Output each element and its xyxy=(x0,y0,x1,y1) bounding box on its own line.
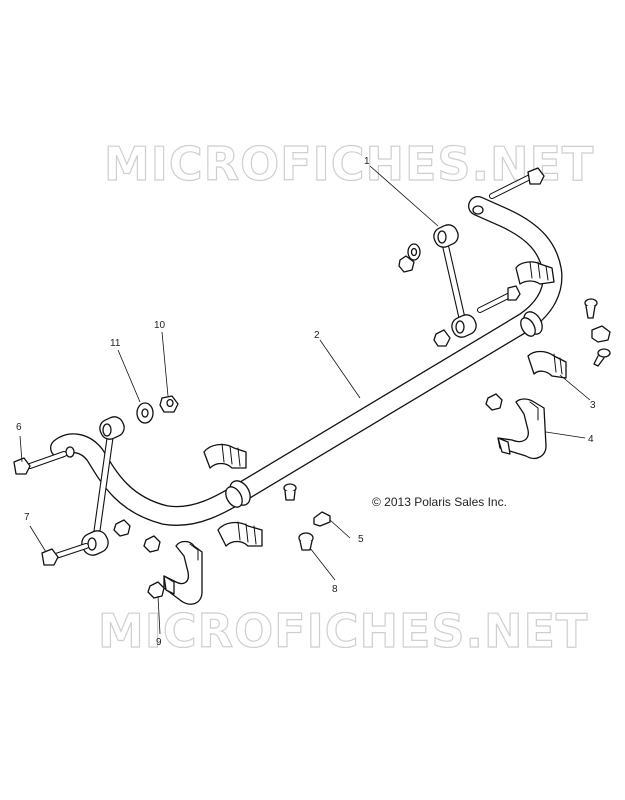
link-rod-right xyxy=(433,224,477,338)
bolt-mid-right xyxy=(477,285,521,313)
nut-left-lower xyxy=(113,519,131,537)
copyright-text: © 2013 Polaris Sales Inc. xyxy=(372,495,507,509)
callout-5: 5 xyxy=(358,534,364,545)
link-rod-left xyxy=(81,416,125,556)
callout-3: 3 xyxy=(590,400,596,411)
bar-bushing-collar-right xyxy=(520,311,543,337)
clamp-right xyxy=(497,398,547,460)
callout-11: 11 xyxy=(110,338,121,349)
washer-left xyxy=(136,402,154,424)
clip-nut-center xyxy=(313,511,331,527)
nut-right-clamp xyxy=(485,393,503,411)
callout-7: 7 xyxy=(24,512,30,523)
washer-nut-right-upper xyxy=(398,243,421,273)
clamp-left xyxy=(163,540,203,605)
callout-9: 9 xyxy=(156,637,162,648)
watermark-bottom: MICROFICHES.NET xyxy=(98,604,588,658)
bar-bushing-collar-left xyxy=(225,480,251,508)
stabilizer-bar xyxy=(50,196,563,526)
bolt-top-right xyxy=(489,167,545,199)
callout-4: 4 xyxy=(588,434,594,445)
nut-left-upper xyxy=(159,395,179,413)
callout-1: 1 xyxy=(364,156,370,167)
bushing-right-lower xyxy=(527,350,567,379)
bolt-small-right-2 xyxy=(593,348,611,367)
washer-nut-right-lower xyxy=(433,329,451,347)
callout-8: 8 xyxy=(332,584,338,595)
bolt-left-lower xyxy=(41,543,89,566)
bushing-left-upper xyxy=(203,443,247,469)
bolt-center-lower xyxy=(298,532,314,551)
callout-10: 10 xyxy=(154,320,166,331)
bolt-center-upper xyxy=(283,483,297,501)
clip-nut-right xyxy=(591,325,611,343)
nut-left-clamp xyxy=(143,535,161,553)
watermark-top: MICROFICHES.NET xyxy=(104,137,594,191)
bushing-left-lower xyxy=(217,521,263,547)
nut-left-bottom xyxy=(147,581,165,599)
bolt-small-right-1 xyxy=(584,298,598,319)
callout-6: 6 xyxy=(16,422,22,433)
callout-2: 2 xyxy=(314,330,320,341)
bushing-right-upper xyxy=(515,261,555,285)
bolt-left-upper xyxy=(13,451,67,475)
leader-lines xyxy=(19,165,591,635)
